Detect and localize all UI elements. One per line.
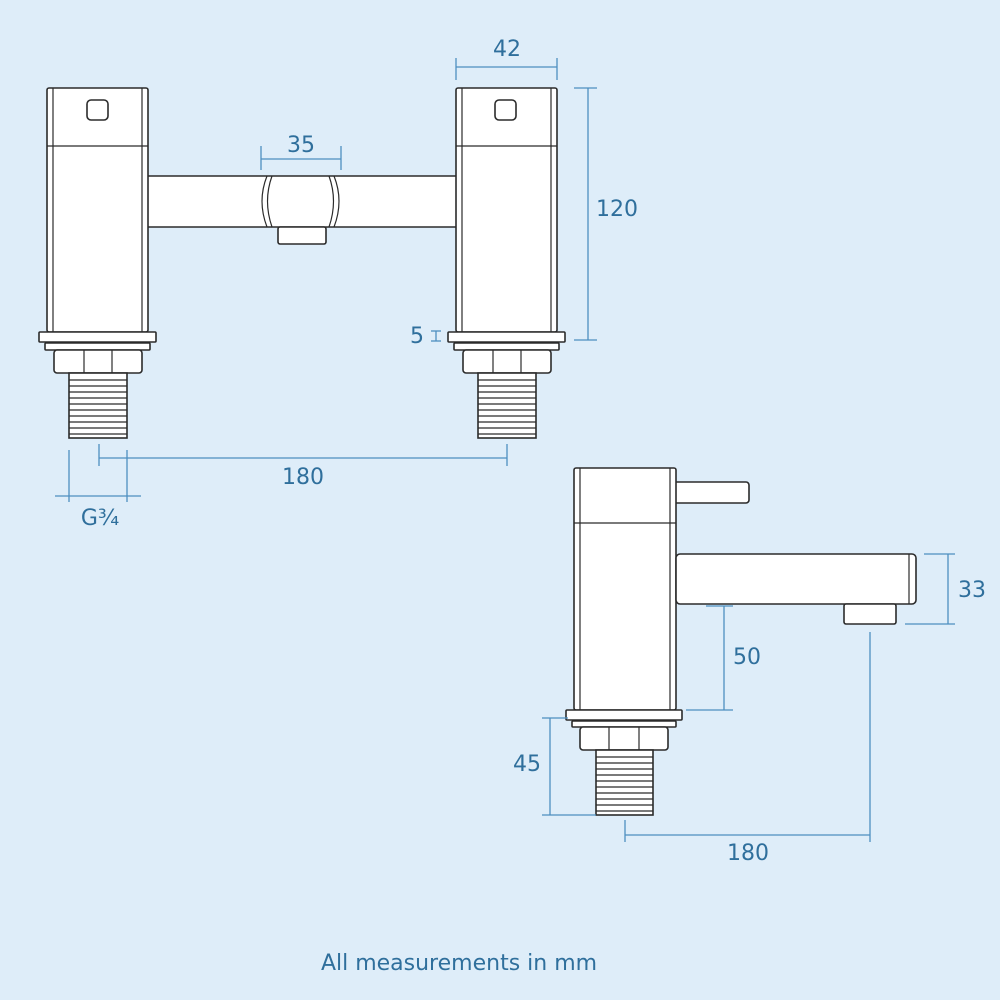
measurement-unit-note: All measurements in mm xyxy=(321,951,597,976)
dim-plate-thickness-label: 5 xyxy=(410,324,424,349)
dim-spout-reach-label: 180 xyxy=(727,841,769,866)
right-handle-marker xyxy=(494,99,517,121)
dim-plate-thickness: 5 xyxy=(410,324,441,349)
dim-centre-distance-label: 180 xyxy=(282,465,324,490)
side-spout xyxy=(675,553,917,625)
side-view: 33 50 45 180 xyxy=(513,467,986,866)
dim-thread-size: G¾ xyxy=(55,450,141,531)
dim-tail-length-label: 45 xyxy=(513,752,541,777)
front-view: 42 35 120 5 180 xyxy=(38,37,638,531)
dim-spout-clearance: 50 xyxy=(686,605,761,711)
dim-spout-width-label: 35 xyxy=(287,133,315,158)
left-hex-nut xyxy=(53,349,143,374)
side-lever xyxy=(671,481,750,504)
side-body xyxy=(573,467,677,711)
dim-spout-width: 35 xyxy=(260,133,342,170)
left-handle-marker xyxy=(86,99,109,121)
dim-tail-length: 45 xyxy=(513,717,596,816)
side-hex-nut xyxy=(579,726,669,751)
dim-handle-width: 42 xyxy=(455,37,558,80)
dim-spout-height: 33 xyxy=(905,553,986,625)
dim-spout-clearance-label: 50 xyxy=(733,645,761,670)
dim-thread-size-label: G¾ xyxy=(81,506,119,531)
dim-spout-height-label: 33 xyxy=(958,578,986,603)
right-hex-nut xyxy=(462,349,552,374)
side-threaded-tail xyxy=(595,749,654,816)
dim-body-height-label: 120 xyxy=(596,197,638,222)
dim-handle-width-label: 42 xyxy=(493,37,521,62)
left-threaded-tail xyxy=(68,372,128,439)
dim-centre-distance: 180 xyxy=(98,444,508,490)
right-threaded-tail xyxy=(477,372,537,439)
right-tap xyxy=(447,87,566,439)
spout-bridge xyxy=(142,175,462,245)
dim-spout-reach: 180 xyxy=(624,632,871,866)
dim-body-height: 120 xyxy=(574,87,638,341)
left-tap xyxy=(38,87,157,439)
